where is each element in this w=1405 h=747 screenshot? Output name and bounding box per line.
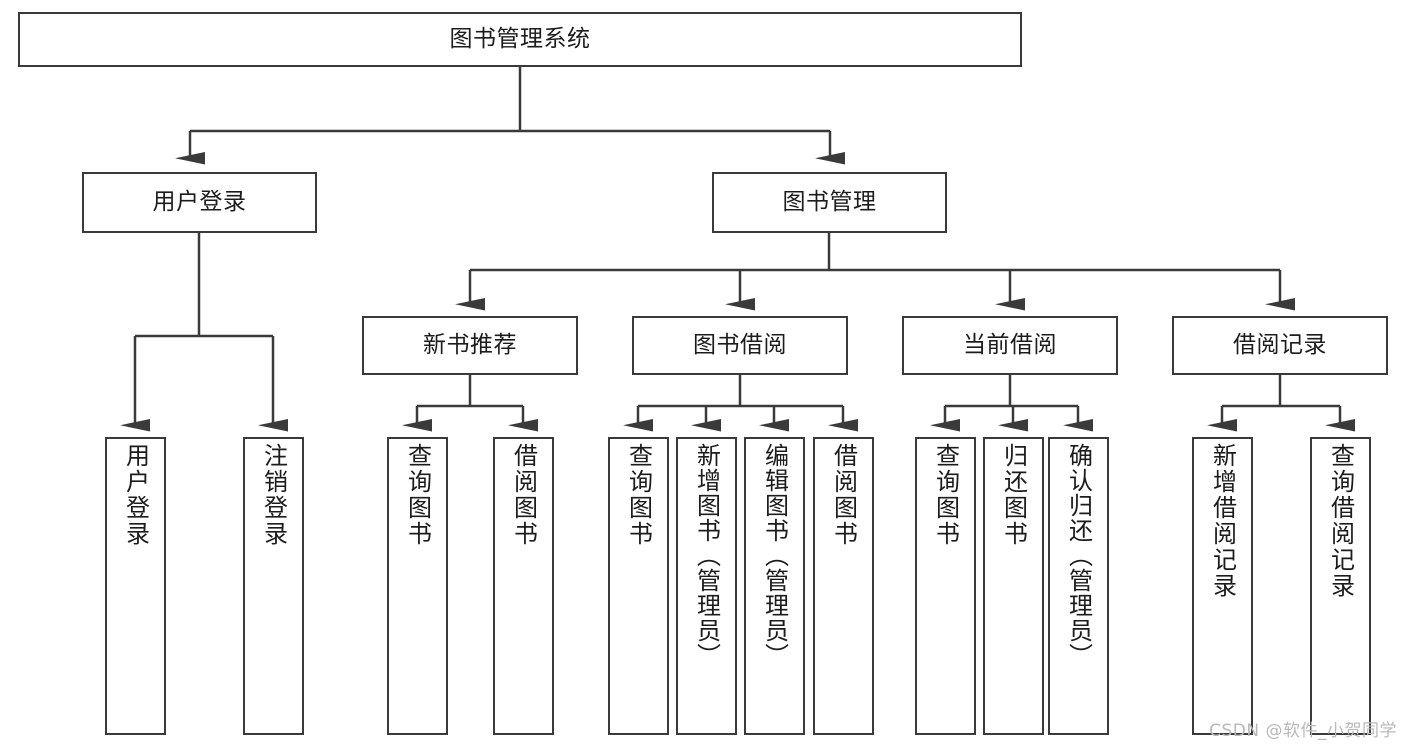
leaf-borrow-record-query[interactable]: 查询借阅记录 bbox=[1310, 437, 1371, 735]
node-label: 编辑图书（管理员） bbox=[760, 443, 789, 668]
node-label: 当前借阅 bbox=[963, 331, 1057, 358]
node-label: 图书管理系统 bbox=[449, 25, 591, 52]
node-label: 图书管理 bbox=[782, 188, 877, 215]
leaf-borrow-record-add[interactable]: 新增借阅记录 bbox=[1192, 437, 1253, 735]
node-label: 借阅图书 bbox=[509, 443, 538, 547]
leaf-book-borrow-borrow[interactable]: 借阅图书 bbox=[813, 437, 874, 735]
leaf-current-borrow-return[interactable]: 归还图书 bbox=[983, 437, 1044, 735]
leaf-user-login-login[interactable]: 用户登录 bbox=[105, 437, 166, 735]
node-label: 新书推荐 bbox=[423, 331, 517, 358]
node-label: 借阅记录 bbox=[1233, 331, 1327, 358]
node-borrow-record[interactable]: 借阅记录 bbox=[1172, 316, 1388, 375]
node-label: 用户登录 bbox=[121, 443, 150, 547]
node-label: 查询图书 bbox=[403, 443, 432, 547]
node-label: 查询图书 bbox=[931, 443, 960, 547]
node-new-book-recommend[interactable]: 新书推荐 bbox=[362, 316, 578, 375]
node-label: 用户登录 bbox=[152, 188, 247, 215]
leaf-book-borrow-query[interactable]: 查询图书 bbox=[608, 437, 669, 735]
node-label: 确认归还（管理员） bbox=[1064, 443, 1093, 668]
leaf-current-borrow-query[interactable]: 查询图书 bbox=[915, 437, 976, 735]
leaf-current-borrow-confirm-return[interactable]: 确认归还（管理员） bbox=[1048, 437, 1109, 735]
node-label: 查询借阅记录 bbox=[1326, 443, 1355, 599]
node-root-system[interactable]: 图书管理系统 bbox=[18, 12, 1022, 67]
node-user-login[interactable]: 用户登录 bbox=[82, 172, 317, 233]
node-label: 归还图书 bbox=[999, 443, 1028, 547]
leaf-new-book-borrow[interactable]: 借阅图书 bbox=[493, 437, 554, 735]
leaf-book-borrow-add[interactable]: 新增图书（管理员） bbox=[676, 437, 737, 735]
leaf-new-book-query[interactable]: 查询图书 bbox=[387, 437, 448, 735]
node-current-borrow[interactable]: 当前借阅 bbox=[902, 316, 1118, 375]
node-label: 新增图书（管理员） bbox=[692, 443, 721, 668]
node-book-borrow[interactable]: 图书借阅 bbox=[632, 316, 848, 375]
leaf-book-borrow-edit[interactable]: 编辑图书（管理员） bbox=[744, 437, 805, 735]
node-label: 查询图书 bbox=[624, 443, 653, 547]
node-label: 借阅图书 bbox=[829, 443, 858, 547]
leaf-user-login-logout[interactable]: 注销登录 bbox=[243, 437, 304, 735]
node-label: 图书借阅 bbox=[693, 331, 787, 358]
node-book-management[interactable]: 图书管理 bbox=[712, 172, 947, 233]
node-label: 注销登录 bbox=[259, 443, 288, 547]
node-label: 新增借阅记录 bbox=[1208, 443, 1237, 599]
